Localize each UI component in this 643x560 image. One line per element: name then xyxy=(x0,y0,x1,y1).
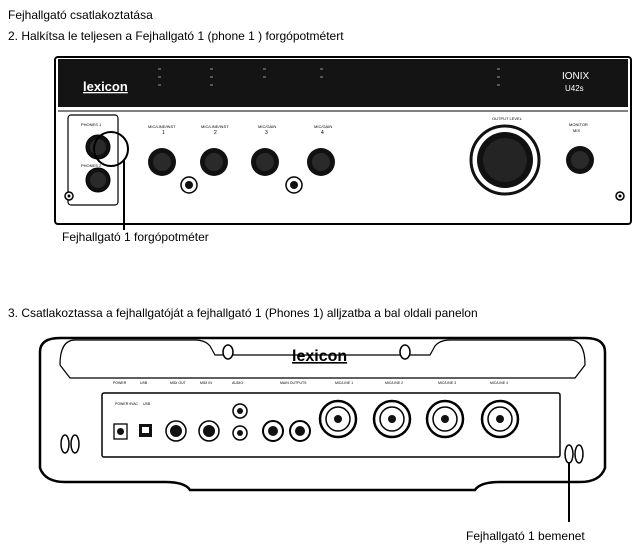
page-title: Fejhallgató csatlakoztatása xyxy=(8,8,153,22)
led-meters xyxy=(158,68,500,86)
phones-1-input-callout: Fejhallgató 1 bemenet xyxy=(466,529,585,543)
svg-text:USB: USB xyxy=(140,381,148,385)
monitor-label: MONITOR xyxy=(569,122,588,127)
ch2-number: 2 xyxy=(214,130,217,136)
ch1-label: MIC/LINE/INST xyxy=(148,124,176,129)
rear-label-row: POWER USB MIDI OUT MIDI IN AUDIO MAIN OU… xyxy=(113,381,508,385)
ch1-number: 1 xyxy=(162,130,165,136)
right-side-phone-jacks[interactable] xyxy=(564,444,584,464)
monitor-mix-label: MIX xyxy=(573,128,580,133)
power-label: POWER 9VAC xyxy=(115,402,139,406)
usb-label: USB xyxy=(143,402,151,406)
step-3-instruction: 3. Csatlakoztassa a fejhallgatóját a fej… xyxy=(8,306,478,320)
model-name: IONIX xyxy=(562,71,590,82)
left-side-phone-jacks[interactable] xyxy=(60,434,80,454)
ch4-label: MIC/GAIN xyxy=(314,124,332,129)
phones-1-label: PHONES 1 xyxy=(81,122,102,127)
rear-brand-logo: lexicon xyxy=(292,348,347,365)
svg-text:MIC/LINE 2: MIC/LINE 2 xyxy=(385,381,403,385)
combo-inputs[interactable] xyxy=(318,399,520,439)
output-level-label: OUTPUT LEVEL xyxy=(492,116,523,121)
front-brand-logo: lexicon xyxy=(83,79,128,94)
svg-text:MIC/LINE 3: MIC/LINE 3 xyxy=(438,381,456,385)
model-variant: U42s xyxy=(565,84,584,93)
svg-text:MIC/LINE 1: MIC/LINE 1 xyxy=(335,381,353,385)
svg-text:MAIN OUTPUTS: MAIN OUTPUTS xyxy=(280,381,307,385)
ch3-number: 3 xyxy=(265,130,268,136)
svg-text:MIC/LINE 4: MIC/LINE 4 xyxy=(490,381,508,385)
svg-text:POWER: POWER xyxy=(113,381,127,385)
phones-1-knob-callout: Fejhallgató 1 forgópotméter xyxy=(62,230,209,244)
ch4-number: 4 xyxy=(321,130,324,136)
ch3-label: MIC/GAIN xyxy=(258,124,276,129)
phones-1-highlight-circle xyxy=(93,131,129,167)
ch2-label: MIC/LINE/INST xyxy=(201,124,229,129)
step-2-instruction: 2. Halkítsa le teljesen a Fejhallgató 1 … xyxy=(8,29,344,43)
svg-text:MIDI OUT: MIDI OUT xyxy=(170,381,187,385)
svg-text:MIDI IN: MIDI IN xyxy=(200,381,212,385)
phones-2-label: PHONES 2 xyxy=(81,163,102,168)
svg-text:AUDIO: AUDIO xyxy=(232,381,243,385)
